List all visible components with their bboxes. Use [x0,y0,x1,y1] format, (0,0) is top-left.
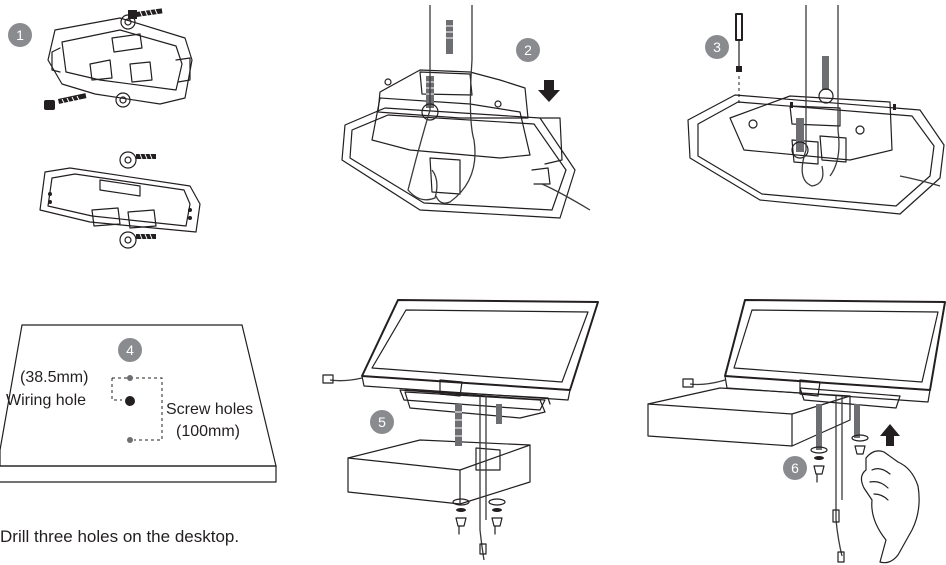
step-2-badge: 2 [516,38,540,62]
step-3-number: 3 [713,39,721,55]
step-1-number: 1 [16,27,24,43]
screw-spacing-label: (100mm) [176,423,240,440]
step-1-badge: 1 [8,23,32,47]
cables-step3 [801,5,941,187]
cables-step2 [407,5,591,211]
spacing-label: (38.5mm) [20,369,88,386]
screws-step5 [455,404,502,446]
step-2-panel: 2 [341,5,591,219]
step-4-panel: 4 (38.5mm) Wiring hole Screw holes (100m… [0,324,277,483]
screwdriver-icon [735,13,743,104]
step-4-badge: 4 [118,338,142,362]
step-5-number: 5 [378,414,386,430]
desk-step5 [347,439,531,505]
screw-bottom-left [44,93,87,110]
screw-top-right [128,8,163,19]
step-6-badge: 6 [783,456,807,480]
step-5-badge: 5 [370,410,394,434]
step-6-number: 6 [791,460,799,476]
screw-holes-label: Screw holes [166,401,253,418]
phone-step6 [724,299,946,409]
step-3-panel: 3 [687,5,945,215]
step-3-badge: 3 [705,35,729,59]
cables-step6 [682,378,845,563]
phone-back-step2 [341,69,576,219]
screws-step6 [810,404,869,483]
phone-back-step3 [687,94,945,215]
screws-step3 [790,56,896,159]
desk-step6 [647,387,851,447]
step-6-panel: 6 [647,299,946,564]
bracket-top [47,14,193,108]
step-2-number: 2 [524,42,532,58]
hand-icon [860,450,920,564]
base-bracket-step5 [404,391,546,419]
wiring-hole-marker [125,396,135,406]
wiring-hole-label: Wiring hole [6,392,86,409]
arrow-down-icon [538,80,560,102]
step-1-panel: 1 [8,8,201,249]
desktop-surface [0,324,277,483]
washers-nuts-step5 [452,498,506,535]
bracket-assembled [39,151,201,249]
step-5-panel: 5 [322,299,599,561]
step-4-caption: Drill three holes on the desktop. [0,527,240,546]
step-4-number: 4 [126,342,134,358]
phone-step5 [361,299,599,411]
hole-markers [111,375,163,443]
arrow-up-icon [880,424,900,446]
cables-step5 [322,374,487,561]
